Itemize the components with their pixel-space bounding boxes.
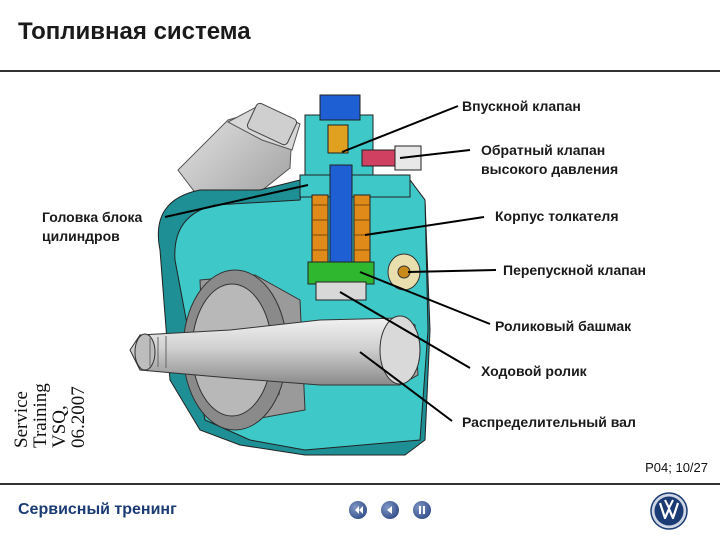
leader-running-roller <box>339 291 471 369</box>
side-caption-line2: Training <box>30 383 51 448</box>
camshaft <box>129 315 421 386</box>
label-cylinder-head-line2: цилиндров <box>42 228 120 244</box>
label-running-roller: Ходовой ролик <box>481 363 587 379</box>
pause-icon[interactable] <box>413 501 431 519</box>
previous-icon[interactable] <box>381 501 399 519</box>
footer-label: Сервисный тренинг <box>18 501 177 518</box>
label-hp-check-valve-line2: высокого давления <box>481 161 619 177</box>
leader-camshaft <box>359 351 453 422</box>
leader-cylinder-head <box>164 184 309 218</box>
side-caption: Service Training VSQ, 06.2007 <box>11 383 89 448</box>
leader-lines <box>164 105 497 422</box>
footer-divider <box>0 483 720 485</box>
leader-tappet-body <box>364 216 485 236</box>
side-caption-line4: 06.2007 <box>68 386 89 448</box>
hp-check-valve <box>361 145 422 171</box>
page-number: P04; 10/27 <box>645 460 708 475</box>
label-intake-valve: Впускной клапан <box>462 98 581 114</box>
label-hp-check-valve-line1: Обратный клапан <box>481 142 606 158</box>
side-caption-line1: Service <box>11 391 32 448</box>
label-camshaft: Распределительный вал <box>462 414 636 430</box>
label-roller-shoe: Роликовый башмак <box>495 318 632 334</box>
label-bypass-valve: Перепускной клапан <box>503 262 646 278</box>
leader-intake-valve <box>341 105 459 153</box>
label-tappet-body: Корпус толкателя <box>495 208 619 224</box>
back-to-start-icon[interactable] <box>349 501 367 519</box>
volkswagen-logo <box>650 492 688 530</box>
leader-check-valve <box>399 149 471 159</box>
leader-roller-shoe <box>359 271 491 325</box>
page-title: Топливная система <box>18 18 251 45</box>
side-caption-line3: VSQ, <box>49 405 70 448</box>
label-cylinder-head-line1: Головка блока <box>42 209 143 225</box>
header-divider <box>0 70 720 72</box>
leader-bypass-valve <box>407 269 497 273</box>
tappet-assembly <box>307 164 375 301</box>
